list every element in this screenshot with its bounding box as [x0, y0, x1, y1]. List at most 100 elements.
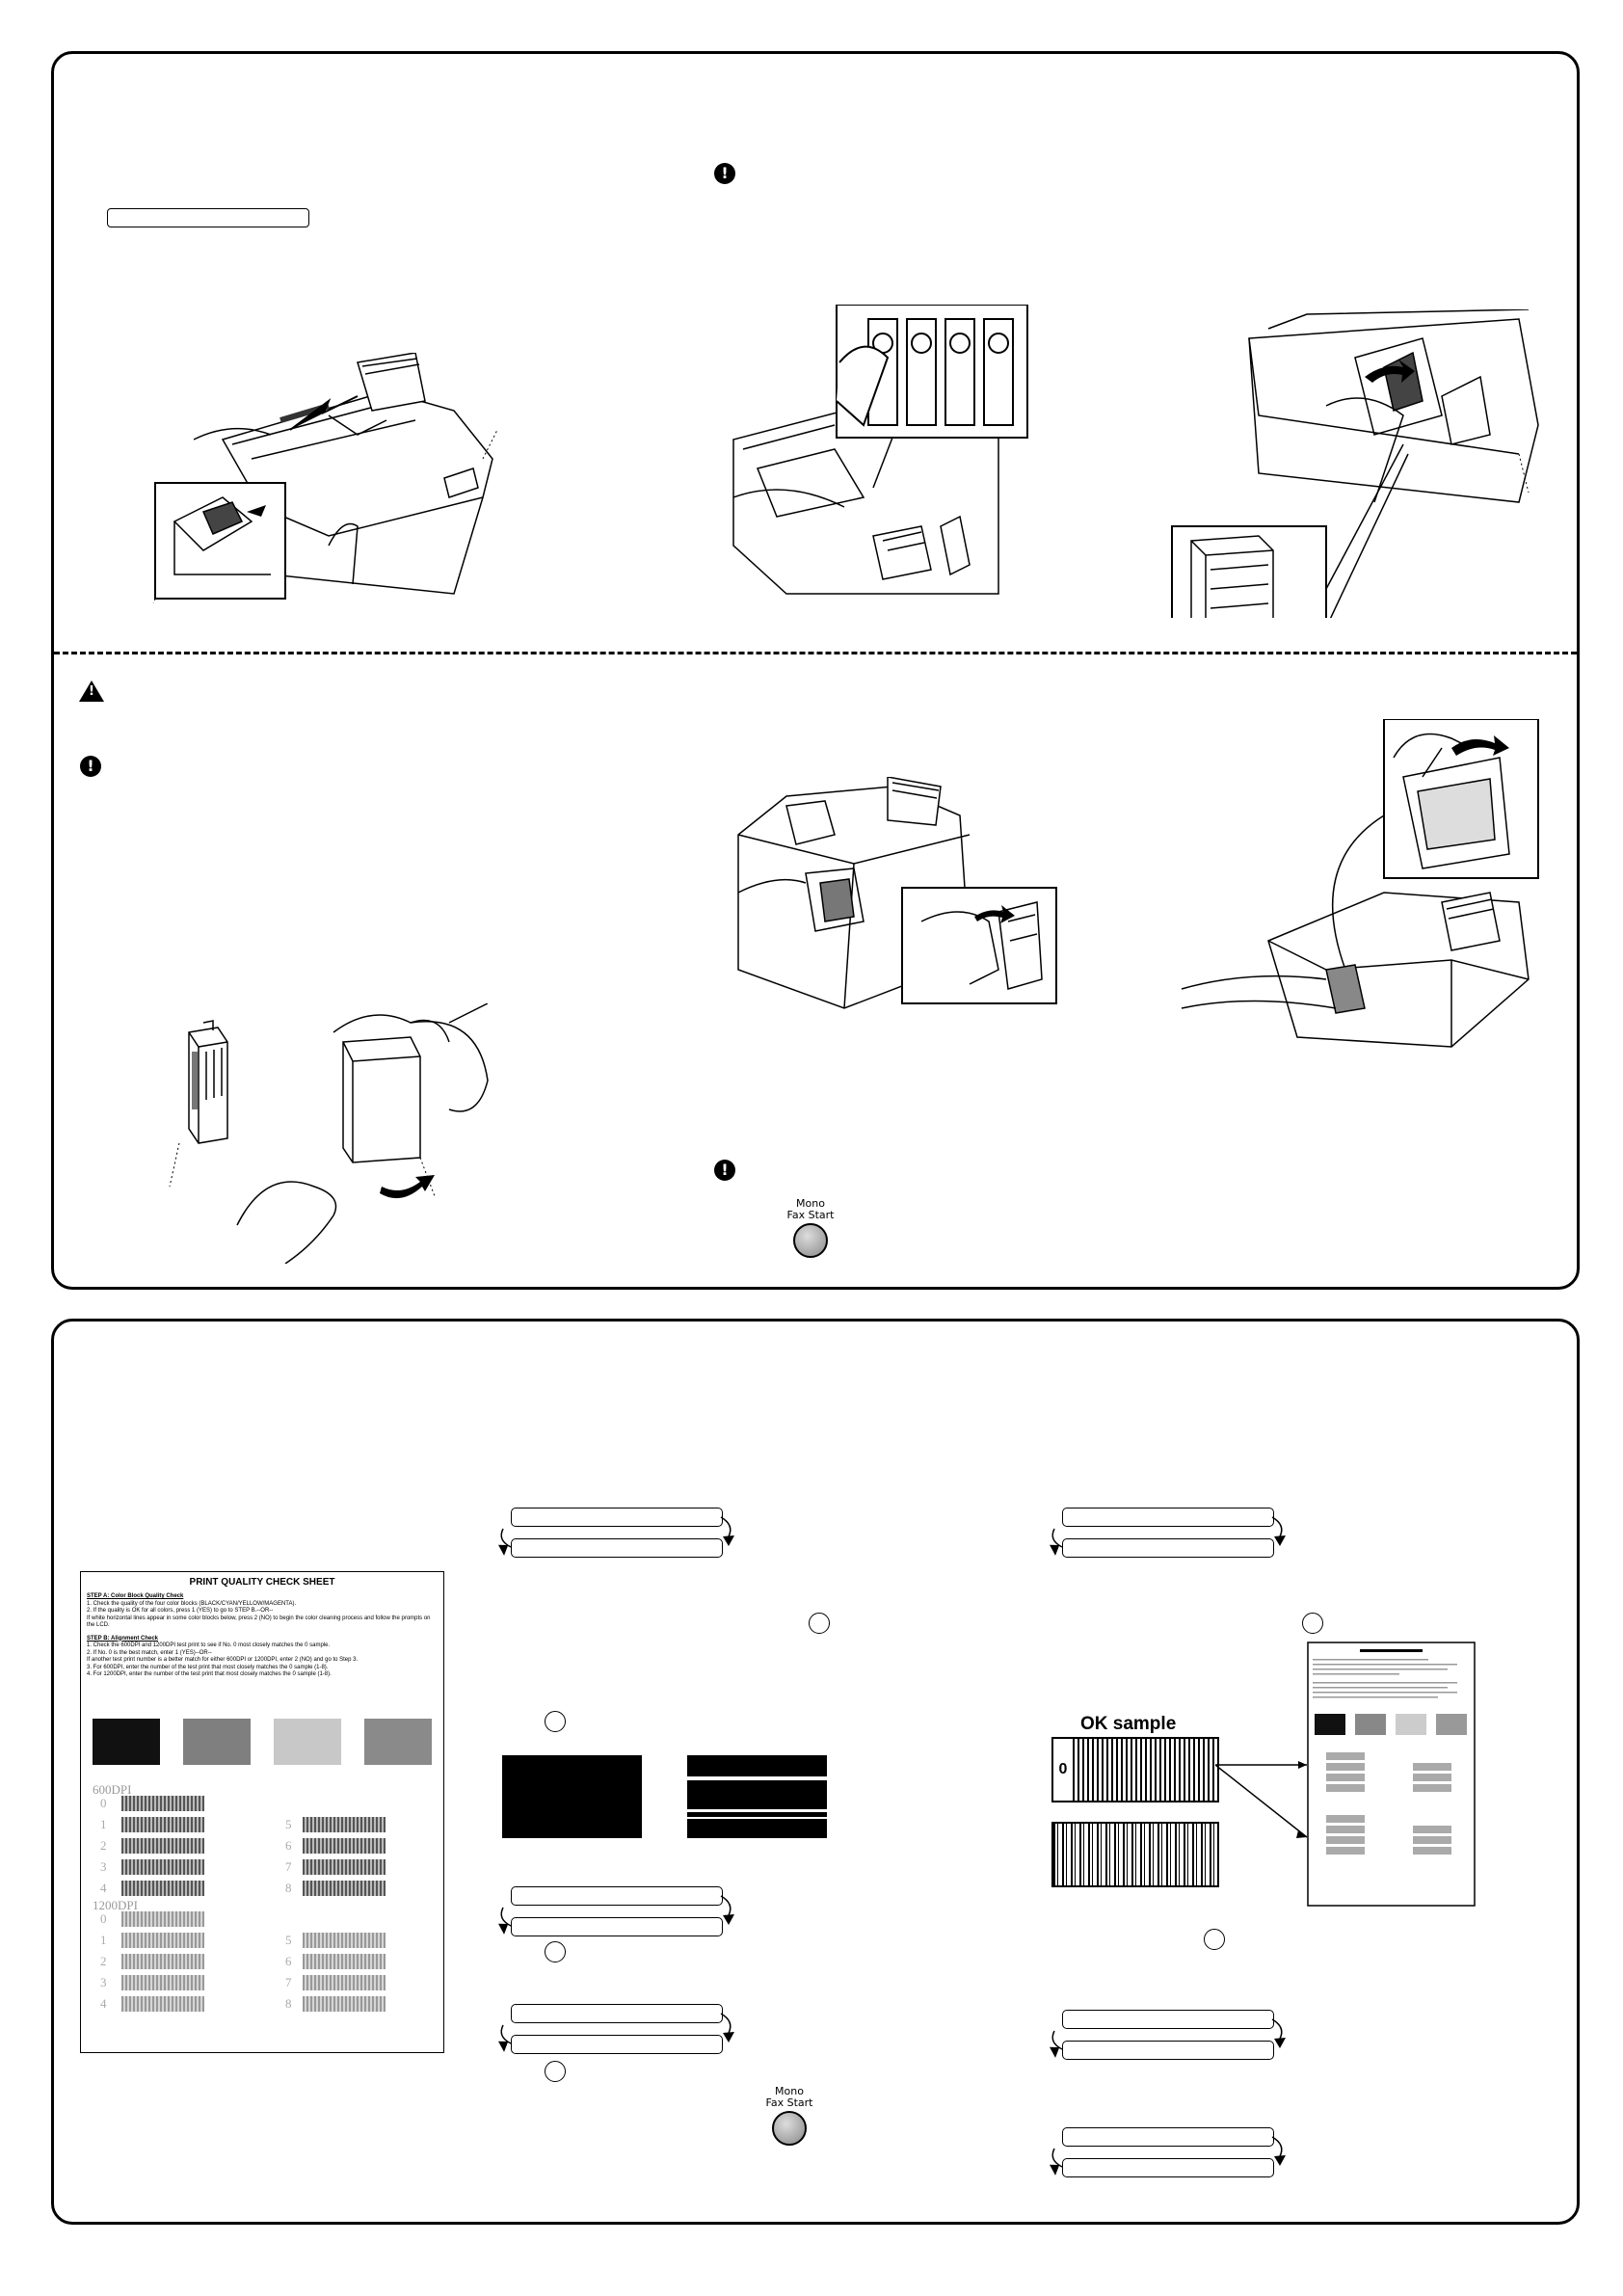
ink-cartridge-illustration	[732, 305, 1028, 595]
test-pattern	[303, 1838, 386, 1854]
lcd-line	[511, 1917, 723, 1936]
key-circle	[809, 1613, 830, 1634]
step-b-line: 1. Check the 600DPI and 1200DPI test pri…	[87, 1642, 331, 1648]
lcd-display	[1047, 2004, 1288, 2068]
test-number: 7	[285, 1975, 292, 1989]
lcd-cycle-arrows	[498, 2013, 734, 2052]
lcd-cycle-arrows	[1050, 2136, 1286, 2176]
test-number: 2	[100, 1954, 107, 1968]
dpi-1200-label: 1200DPI	[93, 1898, 138, 1912]
solid-block-sample	[502, 1755, 642, 1838]
key-circle	[1204, 1929, 1225, 1950]
top-panel: !	[51, 51, 1580, 1290]
color-block-magenta	[364, 1719, 432, 1765]
step-b-line: 3. For 600DPI, enter the number of the t…	[87, 1664, 329, 1670]
lcd-cycle-arrows	[498, 1516, 734, 1556]
mono-fax-start-button[interactable]: Mono Fax Start	[777, 1198, 844, 1258]
test-number: 4	[100, 1996, 107, 2011]
lcd-cycle-arrows	[498, 1895, 734, 1935]
fax-start-key[interactable]	[772, 2111, 807, 2146]
lcd-line	[511, 2035, 723, 2054]
test-pattern	[121, 1817, 204, 1832]
caution-icon: !	[80, 756, 101, 777]
test-number: 1	[100, 1817, 107, 1831]
test-number: 8	[285, 1881, 292, 1895]
pointer-lines	[1215, 1761, 1308, 1838]
lcd-line	[1062, 2010, 1274, 2029]
print-quality-check-sheet: PRINT QUALITY CHECK SHEET STEP A: Color …	[80, 1571, 444, 2053]
ok-sample-zero: 0	[1053, 1739, 1073, 1801]
test-pattern	[121, 1838, 204, 1854]
lcd-display	[1047, 2122, 1288, 2185]
dpi-600-label: 600DPI	[93, 1782, 132, 1797]
label-box	[107, 208, 309, 227]
key-circle	[1302, 1613, 1323, 1634]
test-number: 7	[285, 1859, 292, 1874]
fax-start-key[interactable]	[793, 1223, 828, 1258]
test-number: 5	[285, 1933, 292, 1947]
test-pattern	[121, 1933, 204, 1948]
step-a-heading: STEP A: Color Block Quality Check	[87, 1593, 184, 1599]
cover-release-illustration	[1171, 309, 1539, 618]
test-number: 4	[100, 1881, 107, 1895]
button-label-line2: Fax Start	[786, 1209, 835, 1221]
streaked-block-sample	[687, 1755, 827, 1838]
lcd-line	[511, 1886, 723, 1906]
test-number: 0	[100, 1796, 107, 1810]
test-pattern	[303, 1996, 386, 2012]
test-pattern	[303, 1954, 386, 1969]
close-cover-illustration	[1181, 719, 1539, 1048]
step-a-line: 2. If the quality is OK for all colors, …	[87, 1608, 274, 1614]
test-pattern	[121, 1859, 204, 1875]
section-divider	[54, 652, 1577, 654]
caution-icon: !	[714, 1160, 735, 1181]
test-number: 5	[285, 1817, 292, 1831]
lcd-line	[1062, 2158, 1274, 2177]
button-label-line1: Mono	[775, 2085, 804, 2097]
key-circle	[545, 2061, 566, 2082]
test-pattern	[303, 1933, 386, 1948]
lcd-line	[1062, 2127, 1274, 2147]
test-number: 6	[285, 1954, 292, 1968]
test-pattern	[121, 1911, 204, 1927]
button-label-line2: Fax Start	[765, 2096, 813, 2109]
mono-fax-start-button[interactable]: Mono Fax Start	[756, 2086, 823, 2146]
color-block-cyan	[183, 1719, 251, 1765]
ok-sample-title: OK sample	[1080, 1714, 1177, 1734]
lcd-display	[495, 1502, 736, 1565]
test-number: 3	[100, 1975, 107, 1989]
lcd-line	[511, 1538, 723, 1558]
test-number: 1	[100, 1933, 107, 1947]
bottom-panel: PRINT QUALITY CHECK SHEET STEP A: Color …	[51, 1319, 1580, 2225]
test-number: 0	[100, 1911, 107, 1926]
test-number: 6	[285, 1838, 292, 1853]
color-blocks	[93, 1719, 432, 1765]
test-pattern	[303, 1975, 386, 1990]
lcd-line	[1062, 2041, 1274, 2060]
test-number: 2	[100, 1838, 107, 1853]
key-circle	[545, 1941, 566, 1962]
misaligned-sample-bars	[1051, 1822, 1219, 1887]
lcd-cycle-arrows	[1050, 2018, 1286, 2058]
ok-sample-bars: 0	[1051, 1737, 1219, 1802]
warning-icon: !	[79, 681, 104, 702]
lcd-cycle-arrows	[1050, 1516, 1286, 1556]
test-pattern	[121, 1996, 204, 2012]
test-pattern	[121, 1954, 204, 1969]
cartridge-tape-illustration	[169, 1003, 489, 1264]
key-circle	[545, 1711, 566, 1732]
lcd-line	[511, 1508, 723, 1527]
color-block-black	[93, 1719, 160, 1765]
color-block-yellow	[274, 1719, 341, 1765]
check-sheet-title: PRINT QUALITY CHECK SHEET	[189, 1577, 335, 1588]
machine-open-illustration	[152, 353, 498, 603]
lcd-line	[1062, 1538, 1274, 1558]
test-pattern	[303, 1817, 386, 1832]
step-b-line: 2. If No. 0 is the best match, enter 1 (…	[87, 1649, 212, 1656]
cartridge-install-illustration	[737, 777, 1057, 1009]
test-pattern	[303, 1881, 386, 1896]
step-b-line: If another test print number is a better…	[87, 1657, 359, 1663]
step-b-heading: STEP B: Alignment Check	[87, 1635, 159, 1642]
lcd-line	[511, 2004, 723, 2023]
lcd-display	[1047, 1502, 1288, 1565]
